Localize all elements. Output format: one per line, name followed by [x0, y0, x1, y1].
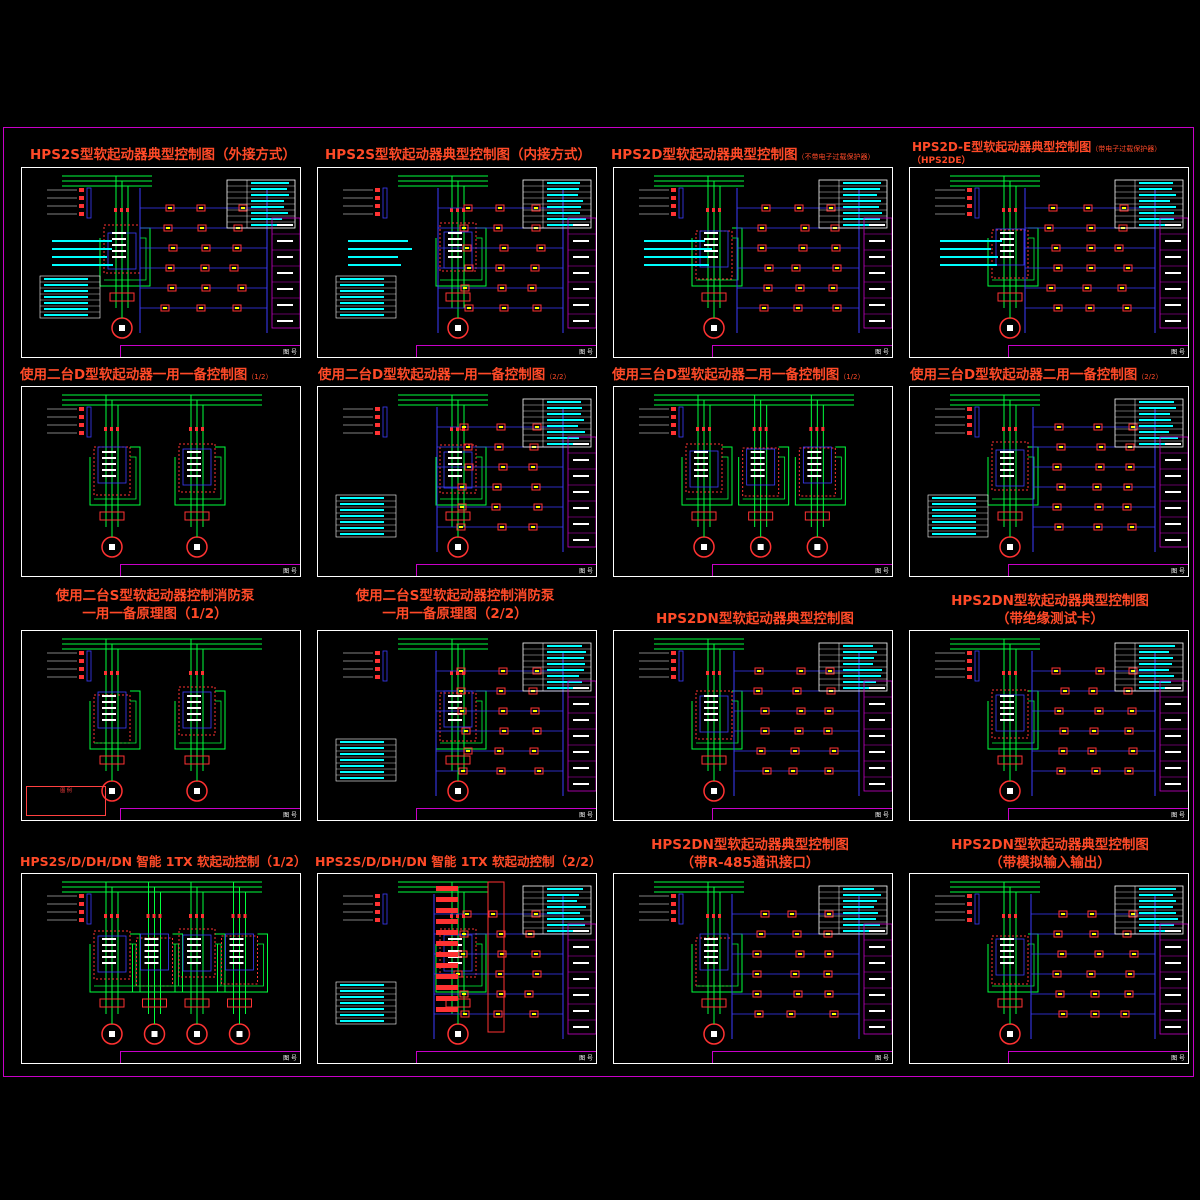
- sheet-title-2: HPS2S型软起动器典型控制图（内接方式）: [325, 147, 592, 163]
- drawing-number-label: 图 号: [875, 349, 889, 356]
- schematic-drawing: [639, 881, 892, 1045]
- sheet-title-7: 使用三台D型软起动器二用一备控制图（1/2）: [612, 367, 865, 383]
- title-block: 图 号: [712, 345, 892, 357]
- title-block: 图 号: [416, 808, 596, 820]
- schematic-drawing: [927, 394, 1188, 558]
- drawing-number-label: 图 号: [283, 1055, 297, 1062]
- drawing-number-label: 图 号: [1171, 1055, 1185, 1062]
- schematic-drawing: [39, 175, 300, 339]
- schematic-panel-5: 图 号: [21, 386, 301, 577]
- schematic-panel-6: 图 号: [317, 386, 597, 577]
- sheet-title-3: HPS2D型软起动器典型控制图（不带电子过载保护器）: [611, 147, 875, 163]
- schematic-drawing: [47, 394, 262, 558]
- title-block: 图 号: [416, 345, 596, 357]
- schematic-drawing: [47, 881, 268, 1045]
- title-block: 图 号: [120, 564, 300, 576]
- schematic-panel-10: 图 号: [317, 630, 597, 821]
- schematic-panel-11: 图 号: [613, 630, 893, 821]
- schematic-drawing: [335, 394, 596, 558]
- sheet-title-10: 使用二台S型软起动器控制消防泵一用一备原理图（2/2）: [355, 588, 555, 622]
- schematic-drawing: [639, 638, 892, 802]
- schematic-panel-2: 图 号: [317, 167, 597, 358]
- title-block: 图 号: [416, 1051, 596, 1063]
- legend-title: 图 例: [60, 788, 72, 794]
- schematic-panel-15: 图 号: [613, 873, 893, 1064]
- drawing-number-label: 图 号: [579, 812, 593, 819]
- schematic-panel-1: 图 号: [21, 167, 301, 358]
- schematic-panel-14: 图 号: [317, 873, 597, 1064]
- schematic-panel-3: 图 号: [613, 167, 893, 358]
- schematic-drawing: [935, 881, 1188, 1045]
- sheet-title-14: HPS2S/D/DH/DN 智能 1TX 软起动控制（2/2）: [315, 854, 602, 869]
- sheet-title-1: HPS2S型软起动器典型控制图（外接方式）: [30, 147, 297, 163]
- title-block: 图 号: [712, 1051, 892, 1063]
- title-block: 图 号: [712, 808, 892, 820]
- drawing-number-label: 图 号: [579, 1055, 593, 1062]
- sheet-title-9: 使用二台S型软起动器控制消防泵一用一备原理图（1/2）: [55, 588, 255, 622]
- drawing-number-label: 图 号: [283, 568, 297, 575]
- schematic-panel-12: 图 号: [909, 630, 1189, 821]
- drawing-number-label: 图 号: [283, 349, 297, 356]
- sheet-title-8: 使用三台D型软起动器二用一备控制图（2/2）: [910, 367, 1163, 383]
- sheet-title-12: HPS2DN型软起动器典型控制图（带绝缘测试卡）: [951, 593, 1149, 627]
- drawing-number-label: 图 号: [283, 812, 297, 819]
- schematic-panel-8: 图 号: [909, 386, 1189, 577]
- title-block: 图 号: [712, 564, 892, 576]
- drawing-number-label: 图 号: [1171, 812, 1185, 819]
- schematic-drawing: [335, 175, 596, 339]
- schematic-panel-13: 图 号: [21, 873, 301, 1064]
- sheet-title-16: HPS2DN型软起动器典型控制图（带模拟输入输出）: [951, 837, 1149, 871]
- title-block: 图 号: [1008, 808, 1188, 820]
- drawing-number-label: 图 号: [1171, 349, 1185, 356]
- schematic-drawing: [335, 638, 596, 802]
- title-block: 图 号: [416, 564, 596, 576]
- schematic-drawing: [639, 394, 854, 558]
- drawing-sheet-frame: [3, 127, 1194, 1077]
- drawing-number-label: 图 号: [579, 349, 593, 356]
- drawing-number-label: 图 号: [579, 568, 593, 575]
- sheet-title-15: HPS2DN型软起动器典型控制图（带R-485通讯接口）: [651, 837, 849, 871]
- drawing-number-label: 图 号: [875, 568, 889, 575]
- schematic-drawing: [935, 175, 1188, 339]
- drawing-number-label: 图 号: [1171, 568, 1185, 575]
- schematic-panel-16: 图 号: [909, 873, 1189, 1064]
- schematic-panel-4: 图 号: [909, 167, 1189, 358]
- schematic-drawing: [639, 175, 892, 339]
- title-block: 图 号: [120, 345, 300, 357]
- sheet-title-6: 使用二台D型软起动器一用一备控制图（2/2）: [318, 367, 571, 383]
- sheet-title-4: HPS2D-E型软起动器典型控制图（带电子过载保护器）（HPS2DE）: [912, 140, 1162, 166]
- schematic-drawing: [335, 881, 596, 1045]
- title-block: 图 号: [1008, 564, 1188, 576]
- title-block: 图 号: [1008, 345, 1188, 357]
- title-block: 图 号: [120, 1051, 300, 1063]
- sheet-title-11: HPS2DN型软起动器典型控制图: [656, 611, 854, 627]
- sheet-title-13: HPS2S/D/DH/DN 智能 1TX 软起动控制（1/2）: [20, 854, 307, 869]
- schematic-panel-7: 图 号: [613, 386, 893, 577]
- title-block: 图 号: [1008, 1051, 1188, 1063]
- drawing-number-label: 图 号: [875, 1055, 889, 1062]
- drawing-number-label: 图 号: [875, 812, 889, 819]
- title-block: 图 号: [120, 808, 300, 820]
- legend-box: 图 例: [26, 786, 106, 816]
- schematic-panel-9: 图 号 图 例: [21, 630, 301, 821]
- schematic-drawing: [935, 638, 1188, 802]
- schematic-drawing: [47, 638, 262, 802]
- sheet-title-5: 使用二台D型软起动器一用一备控制图（1/2）: [20, 367, 273, 383]
